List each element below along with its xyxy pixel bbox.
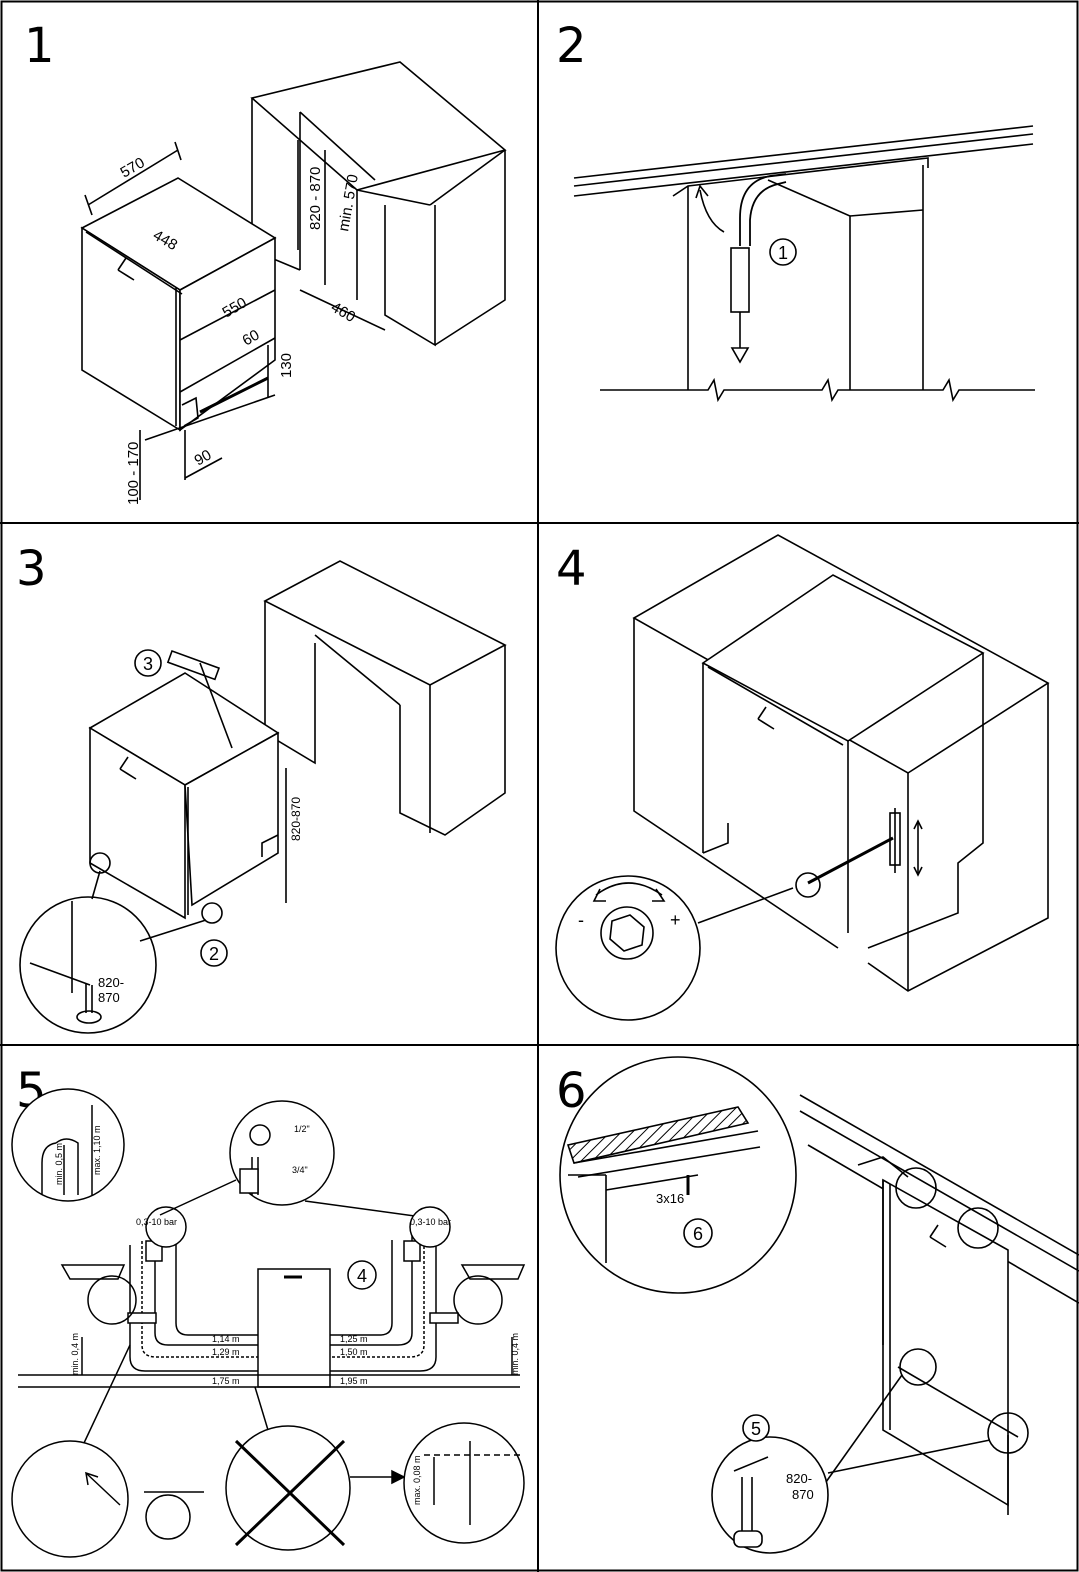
panel-4: 4	[538, 523, 1079, 1045]
callout-5: 5	[751, 1419, 761, 1439]
thread-3-4: 3/4"	[292, 1165, 308, 1175]
rear-foot-adjust-drawing: - +	[538, 523, 1079, 1045]
label-max-008: max. 0,08 m	[412, 1455, 422, 1505]
label-min-05: min. 0,5 m	[54, 1143, 64, 1185]
length-175: 1,75 m	[212, 1376, 240, 1386]
pressure-left: 0,3-10 bar	[136, 1217, 177, 1227]
callout-2: 2	[209, 944, 219, 964]
pressure-right: 0,3-10 bar	[410, 1217, 451, 1227]
door-fixing-drawing: 3x16 6 5 820- 870	[538, 1045, 1079, 1572]
plumbing-drawing: max. 1,10 m min. 0,5 m 0,3-10 bar 0,3-10…	[0, 1045, 538, 1572]
label-min-04-left: min. 0,4 m	[70, 1333, 80, 1375]
detail-label-a: 820-	[786, 1471, 812, 1486]
length-114: 1,14 m	[212, 1334, 240, 1344]
label-min-04-right: min. 0,4 m	[510, 1333, 520, 1375]
callout-3: 3	[143, 654, 153, 674]
dim-570: 570	[118, 154, 148, 181]
length-125: 1,25 m	[340, 1334, 368, 1344]
detail-label-a: 820-	[98, 975, 124, 990]
dim-130: 130	[278, 353, 295, 378]
height-820-870: 820-870	[289, 797, 303, 841]
panel-1: 1	[0, 0, 538, 523]
dim-90: 90	[192, 446, 215, 469]
detail-label-b: 870	[792, 1487, 814, 1502]
dim-100-170: 100 - 170	[125, 442, 142, 505]
panel-2: 2 1	[538, 0, 1079, 523]
panel-3: 3	[0, 523, 538, 1045]
screw-size: 3x16	[656, 1191, 684, 1206]
length-150: 1,50 m	[340, 1347, 368, 1357]
dim-min-570: min. 570	[335, 173, 362, 233]
dim-820-870: 820 - 870	[307, 167, 324, 230]
label-max-110: max. 1,10 m	[92, 1125, 102, 1175]
length-195: 1,95 m	[340, 1376, 368, 1386]
leveling-drawing: 3 2 820-870 820- 870	[0, 523, 538, 1045]
callout-4: 4	[357, 1266, 367, 1286]
dim-460: 460	[328, 299, 358, 326]
callout-6: 6	[693, 1224, 703, 1244]
thread-1-2: 1/2"	[294, 1124, 310, 1134]
panel-6: 6	[538, 1045, 1079, 1572]
panel-5: 5	[0, 1045, 538, 1572]
plus-sign: +	[670, 910, 681, 930]
worktop-fixing-drawing: 1	[538, 0, 1079, 523]
length-129: 1,29 m	[212, 1347, 240, 1357]
detail-label-b: 870	[98, 990, 120, 1005]
minus-sign: -	[578, 910, 584, 930]
dishwasher-dimensions-drawing: 570 448 550 60 820 - 870 min. 570 460 13…	[0, 0, 538, 523]
callout-1: 1	[778, 243, 788, 263]
